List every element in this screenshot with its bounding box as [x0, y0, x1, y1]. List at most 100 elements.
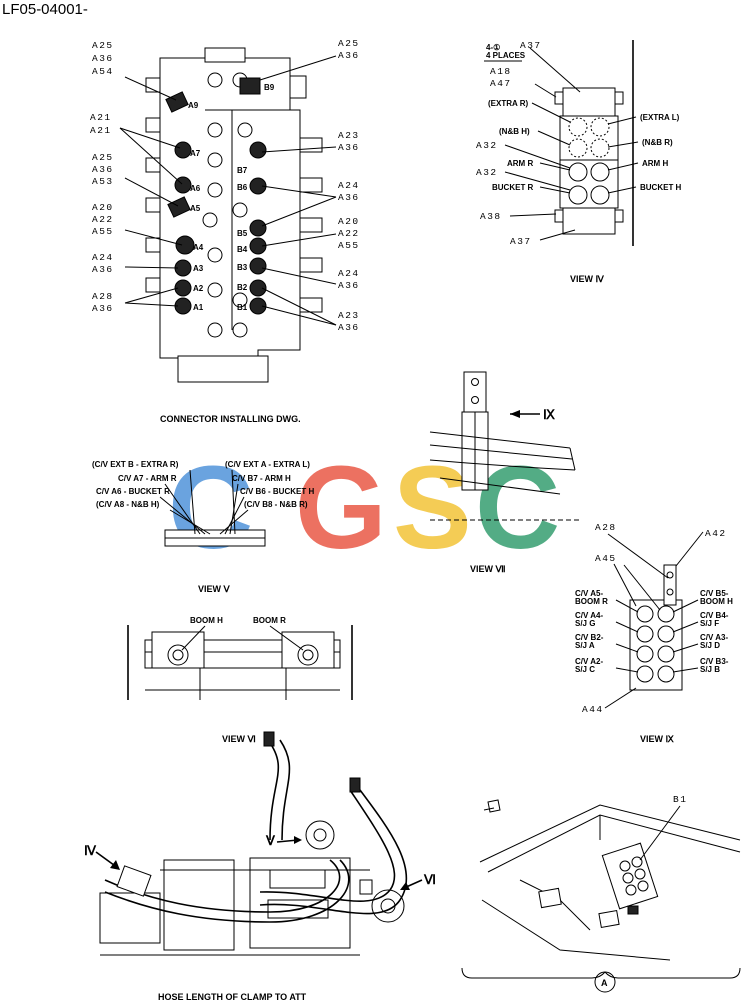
watermark: C G S C	[168, 442, 560, 574]
callout-right-10: A24	[338, 268, 360, 279]
view-ix-label-right-2: BOOM H	[700, 597, 733, 606]
view-vi: BOOM H BOOM R VIEW Ⅵ	[127, 616, 353, 744]
port-label-a7: A7	[190, 149, 201, 158]
caption-connector-installing: CONNECTOR INSTALLING DWG.	[160, 414, 301, 424]
callout-left-15: A36	[92, 303, 114, 314]
view-vi-label-boom-h: BOOM H	[190, 616, 223, 625]
view-ix-label-left-4: S/J G	[575, 619, 595, 628]
view-v-label-1: (C/V EXT B - EXTRA R)	[92, 460, 179, 469]
marker-view-v: Ⅴ	[265, 833, 276, 848]
detail-a-letter: A	[601, 978, 608, 988]
callout-left-9: A20	[92, 202, 114, 213]
callout-right-7: A20	[338, 216, 360, 227]
callout-left-6: A25	[92, 152, 114, 163]
view-ix-label-right-6: S/J D	[700, 641, 720, 650]
callout-left-13: A36	[92, 264, 114, 275]
callout-right-6: A36	[338, 192, 360, 203]
callout-right-5: A24	[338, 180, 360, 191]
view-v-label-6: C/V B6 - BUCKET H	[240, 487, 314, 496]
view-iv-label-left-3: ARM R	[507, 159, 533, 168]
callout-left-2: A36	[92, 53, 114, 64]
view-iv-callout-6: A38	[480, 211, 502, 222]
hose-routing-view: Ⅳ Ⅴ Ⅵ HOSE LENGTH OF CLAMP TO ATT	[84, 731, 436, 1000]
view-v-label-2: (C/V EXT A - EXTRA L)	[225, 460, 310, 469]
callout-right-9: A55	[338, 240, 360, 251]
view-ix-callout-a28: A28	[595, 522, 617, 533]
view-ix-label-right-3: C/V B4-	[700, 611, 729, 620]
view-ix-label-right-5: C/V A3-	[700, 633, 728, 642]
view-vii-arrow-label: Ⅸ	[543, 407, 556, 422]
view-iv-callout-1: A37	[520, 40, 542, 51]
view-ix-label-left-2: BOOM R	[575, 597, 608, 606]
callout-left-5: A21	[90, 125, 112, 136]
caption-view-iv: VIEW Ⅳ	[570, 274, 605, 284]
port-label-a5: A5	[190, 204, 201, 213]
callout-left-10: A22	[92, 214, 114, 225]
port-label-b9: B9	[264, 83, 275, 92]
view-v: (C/V EXT B - EXTRA R) (C/V EXT A - EXTRA…	[92, 460, 314, 594]
view-ix-callout-a42: A42	[705, 528, 727, 539]
view-iv-callout-7: A37	[510, 236, 532, 247]
view-ix-callout-a44: A44	[582, 704, 604, 715]
document-id: LF05-04001-	[2, 1, 88, 18]
caption-view-v: VIEW Ⅴ	[198, 584, 231, 594]
view-iv-label-left-4: BUCKET R	[492, 183, 534, 192]
port-label-b6: B6	[237, 183, 248, 192]
port-label-b1: B1	[237, 303, 248, 312]
view-iv-label-left-2: (N&B H)	[499, 127, 530, 136]
callout-left-12: A24	[92, 252, 114, 263]
view-ix-label-left-6: S/J A	[575, 641, 595, 650]
marker-view-iv: Ⅳ	[84, 843, 97, 858]
detail-a: B1 A	[461, 794, 741, 993]
port-label-a1: A1	[193, 303, 204, 312]
callout-left-4: A21	[90, 112, 112, 123]
callout-right-11: A36	[338, 280, 360, 291]
callout-right-8: A22	[338, 228, 360, 239]
callout-right-13: A36	[338, 322, 360, 333]
control-valve-view: A9 A7 A6 A5 A4 A3 A2 A1 B9 B7 B6 B5 B4 B…	[90, 38, 360, 424]
view-v-label-5: C/V A6 - BUCKET R	[96, 487, 170, 496]
view-iv-note-1: 4-①	[486, 43, 500, 52]
caption-view-vi: VIEW Ⅵ	[222, 734, 256, 744]
view-ix-label-right-4: S/J F	[700, 619, 719, 628]
view-iv-label-left-1: (EXTRA R)	[488, 99, 528, 108]
view-iv-callout-2: A18	[490, 66, 512, 77]
callout-right-4: A36	[338, 142, 360, 153]
port-label-a3: A3	[193, 264, 204, 273]
view-iv-label-right-1: (EXTRA L)	[640, 113, 680, 122]
port-label-a6: A6	[190, 184, 201, 193]
view-ix: A28 A42 A45 A44 C/V A5- BOOM R C/V A4- S…	[575, 522, 733, 744]
watermark-letter-s: S	[393, 442, 472, 574]
view-iv-callout-4: A32	[476, 140, 498, 151]
callout-left-1: A25	[92, 40, 114, 51]
watermark-letter-c2: C	[475, 442, 560, 574]
callout-left-3: A54	[92, 66, 114, 77]
callout-right-1: A25	[338, 38, 360, 49]
port-label-b3: B3	[237, 263, 248, 272]
callout-left-11: A55	[92, 226, 114, 237]
view-v-label-8: (C/V B8 - N&B R)	[244, 500, 308, 509]
callout-left-8: A53	[92, 176, 114, 187]
view-iv: 4-① 4 PLACES A37 A18 A47 A32 A32 A38 A37	[476, 40, 682, 284]
view-iv-label-right-3: ARM H	[642, 159, 668, 168]
view-ix-label-left-3: C/V A4-	[575, 611, 603, 620]
port-label-b2: B2	[237, 283, 248, 292]
port-label-b5: B5	[237, 229, 248, 238]
view-iv-callout-5: A32	[476, 167, 498, 178]
view-ix-label-left-7: C/V A2-	[575, 657, 603, 666]
callout-right-3: A23	[338, 130, 360, 141]
port-label-a2: A2	[193, 284, 204, 293]
view-ix-label-left-8: S/J C	[575, 665, 595, 674]
view-v-label-4: C/V B7 - ARM H	[232, 474, 291, 483]
callout-right-2: A36	[338, 50, 360, 61]
view-iv-label-right-2: (N&B R)	[642, 138, 673, 147]
view-vii: Ⅸ VIEW Ⅶ	[429, 371, 580, 574]
view-ix-label-left-1: C/V A5-	[575, 589, 603, 598]
caption-view-vii: VIEW Ⅶ	[470, 564, 506, 574]
view-ix-label-right-1: C/V B5-	[700, 589, 729, 598]
view-iv-callout-3: A47	[490, 78, 512, 89]
view-ix-label-right-7: C/V B3-	[700, 657, 729, 666]
view-v-label-3: C/V A7 - ARM R	[118, 474, 177, 483]
detail-a-callout-b1: B1	[673, 794, 687, 805]
